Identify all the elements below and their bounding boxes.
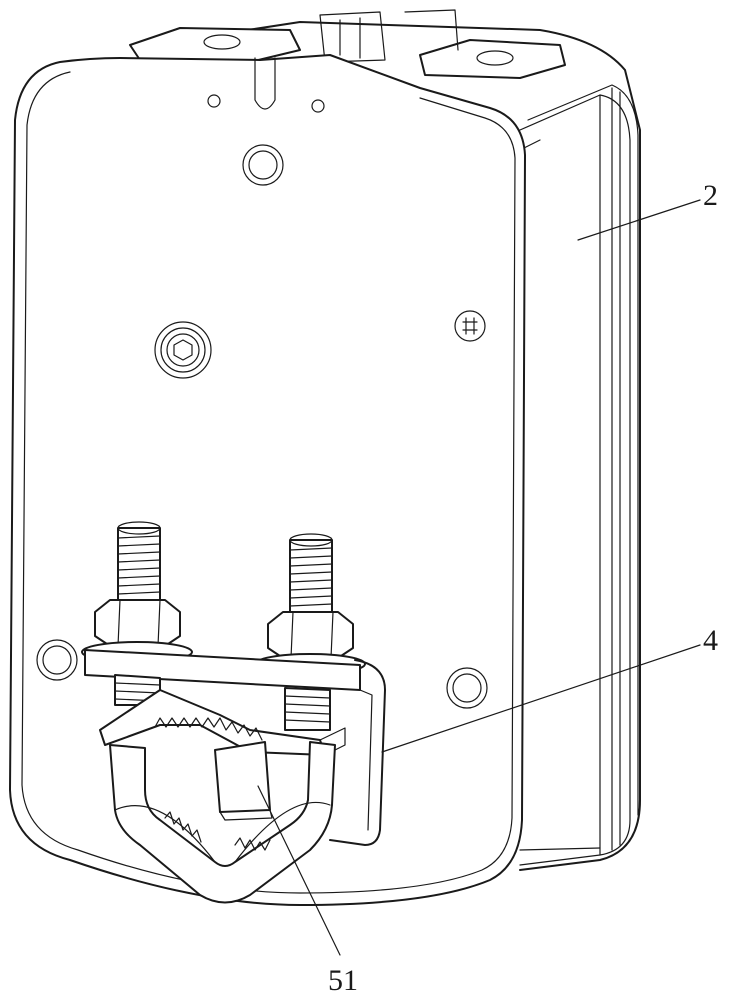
clamp-jaw-insert (215, 742, 272, 820)
ref-label-housing: 2 (703, 179, 718, 212)
ref-label-clamp-jaw: 51 (328, 964, 358, 997)
threaded-stud-left (118, 522, 160, 608)
ref-label-clamp-bracket: 4 (703, 624, 718, 657)
threaded-stud-right (290, 534, 332, 620)
